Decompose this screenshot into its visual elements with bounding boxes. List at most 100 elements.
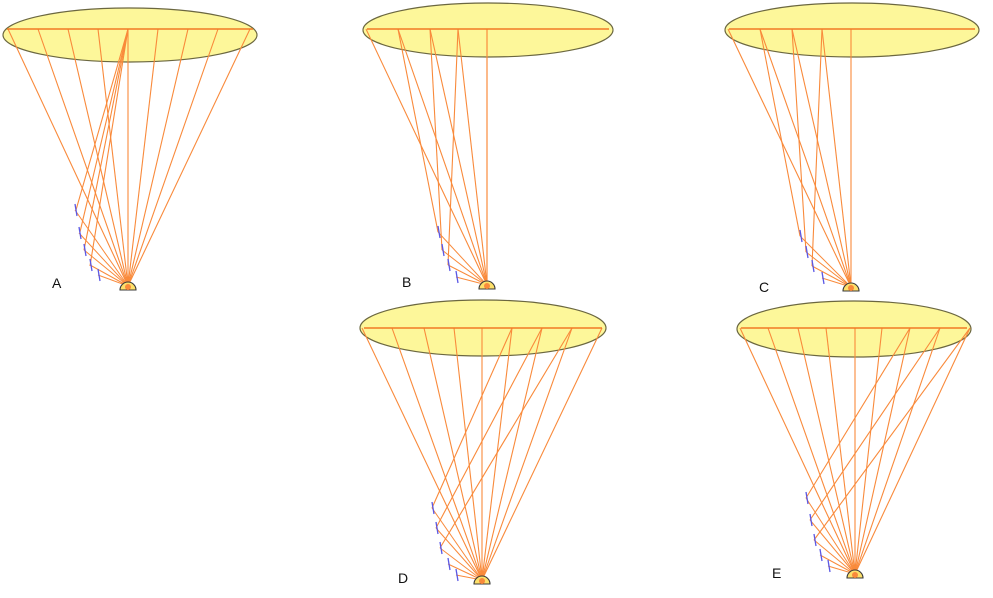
reflected-ray-line: [435, 327, 543, 529]
ray-line: [854, 327, 941, 575]
ray-line: [767, 327, 856, 575]
source-point: [848, 285, 854, 291]
tick-mark: [447, 258, 451, 272]
focus-ray-line: [447, 264, 488, 286]
ray-line: [127, 28, 159, 287]
tick-mark: [805, 491, 809, 505]
focus-ray-line: [805, 251, 852, 288]
tick-mark: [805, 245, 809, 259]
panel-b: [362, 2, 614, 290]
focus-ray-line: [805, 497, 856, 575]
tick-mark: [827, 559, 831, 573]
reflected-ray-line: [79, 28, 129, 233]
ray-line: [429, 28, 488, 286]
focus-ray-line: [83, 249, 129, 287]
ray-line: [791, 28, 852, 288]
reflected-ray-line: [429, 28, 443, 251]
ray-line: [825, 327, 856, 575]
ray-line: [127, 28, 219, 287]
tick-mark: [455, 568, 459, 582]
tick-mark: [439, 541, 443, 555]
focus-ray-line: [74, 209, 129, 287]
ray-line: [481, 327, 543, 581]
reflected-ray-line: [759, 28, 801, 237]
mirror-ellipse: [2, 7, 258, 63]
mirror-ellipse: [724, 2, 980, 58]
panel-d: [359, 299, 607, 585]
tick-mark: [809, 513, 813, 527]
ray-line: [453, 327, 483, 581]
focus-ray-line: [435, 527, 483, 581]
ray-line: [739, 327, 856, 575]
ray-line: [7, 28, 129, 287]
ray-line: [397, 28, 488, 286]
source-point: [484, 283, 490, 289]
ray-line: [797, 327, 856, 575]
mirror-ellipse: [736, 300, 972, 358]
focus-ray-line: [439, 547, 483, 581]
source-point: [479, 578, 485, 584]
tick-mark: [435, 521, 439, 535]
tick-mark: [74, 203, 78, 217]
panel-label-b: B: [402, 274, 412, 290]
ray-line: [727, 28, 852, 288]
focus-ray-line: [447, 563, 483, 581]
reflected-ray-line: [447, 28, 459, 266]
source-point: [852, 572, 858, 578]
reflected-ray-line: [791, 28, 807, 253]
reflected-ray-line: [809, 327, 941, 521]
tick-mark: [819, 548, 823, 562]
tick-mark: [89, 258, 93, 272]
focus-ray-line: [819, 554, 856, 575]
panel-a: [2, 7, 258, 291]
source-point: [125, 284, 131, 290]
reflected-ray-line: [805, 327, 911, 499]
ray-line: [481, 327, 573, 581]
reflected-ray-line: [811, 28, 823, 267]
ray-line: [821, 28, 852, 288]
tick-mark: [97, 268, 101, 282]
ray-line: [37, 28, 129, 287]
tick-mark: [821, 271, 825, 285]
ray-line: [854, 327, 911, 575]
reflected-ray-line: [75, 28, 129, 211]
ray-line: [365, 28, 488, 286]
ray-line: [97, 28, 129, 287]
reflected-ray-line: [89, 28, 129, 267]
panel-label-c: C: [759, 279, 770, 295]
focus-ray-line: [809, 519, 856, 575]
tick-mark: [447, 557, 451, 571]
focus-ray-line: [813, 539, 856, 575]
tick-mark: [437, 225, 441, 239]
ray-line: [391, 327, 483, 581]
ray-line: [759, 28, 852, 288]
ray-line: [854, 327, 883, 575]
panel-label-e: E: [772, 565, 782, 581]
focus-ray-line: [78, 232, 129, 287]
panel-label-a: A: [52, 275, 62, 291]
ray-line: [481, 327, 603, 581]
ray-line: [127, 28, 189, 287]
ray-line: [127, 28, 251, 287]
mirror-ellipse: [362, 2, 614, 58]
focus-ray-line: [441, 249, 488, 286]
tick-mark: [441, 243, 445, 257]
tick-mark: [811, 259, 815, 273]
ray-line: [854, 327, 971, 575]
tick-mark: [813, 533, 817, 547]
reflected-ray-line: [83, 28, 129, 251]
focus-ray-line: [89, 264, 129, 287]
reflected-ray-line: [439, 327, 573, 549]
focus-ray-line: [437, 231, 488, 286]
reflected-ray-line: [397, 28, 439, 233]
focus-ray-line: [431, 507, 483, 581]
tick-mark: [431, 501, 435, 515]
panel-c: [724, 2, 980, 292]
ray-line: [361, 327, 483, 581]
panel-label-d: D: [398, 570, 409, 586]
panel-e: [736, 300, 972, 579]
ray-line: [423, 327, 483, 581]
tick-mark: [83, 243, 87, 257]
focus-ray-line: [799, 235, 852, 288]
